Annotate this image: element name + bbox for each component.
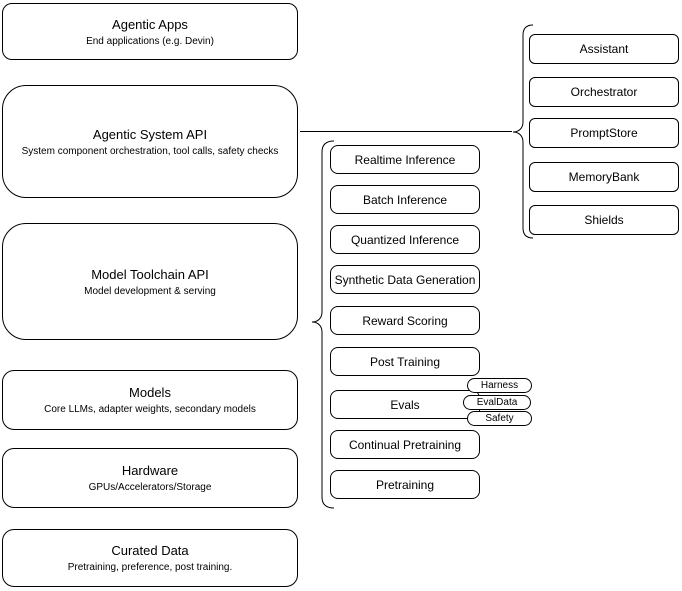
node-label: Shields [584,213,624,227]
node-label: Quantized Inference [350,232,460,247]
tag-harness: Harness [467,378,532,393]
node-title: Hardware [121,463,179,478]
tag-evaldata: EvalData [463,395,531,410]
node-orchestrator: Orchestrator [529,77,679,107]
node-title: Curated Data [111,543,189,558]
node-subtitle: GPUs/Accelerators/Storage [88,482,212,493]
node-realtime-inference: Realtime Inference [330,145,480,174]
node-subtitle: Model development & serving [84,285,216,297]
node-agentic-system-api: Agentic System API System component orch… [2,85,298,198]
node-label: Evals [390,397,420,412]
node-label: Pretraining [375,477,435,492]
node-continual-pretraining: Continual Pretraining [330,430,480,459]
node-quantized-inference: Quantized Inference [330,225,480,254]
node-pretraining: Pretraining [330,470,480,499]
node-label: Reward Scoring [362,313,448,328]
node-subtitle: System component orchestration, tool cal… [21,145,279,157]
node-model-toolchain-api: Model Toolchain API Model development & … [2,223,298,340]
tag-safety: Safety [467,411,532,426]
node-evals: Evals [330,390,480,419]
node-reward-scoring: Reward Scoring [330,306,480,335]
tag-label: Safety [485,413,514,424]
tag-label: EvalData [476,397,518,408]
node-assistant: Assistant [529,34,679,64]
node-label: Batch Inference [362,192,448,207]
node-shields: Shields [529,205,679,235]
node-memorybank: MemoryBank [529,162,679,192]
node-models: Models Core LLMs, adapter weights, secon… [2,370,298,430]
node-label: Realtime Inference [354,152,456,167]
node-title: Model Toolchain API [91,266,209,282]
node-label: Assistant [579,42,629,56]
node-label: Orchestrator [570,85,638,99]
node-agentic-apps: Agentic Apps End applications (e.g. Devi… [2,3,298,60]
node-label: PromptStore [570,126,638,140]
node-subtitle: Pretraining, preference, post training. [67,562,233,573]
node-label: Continual Pretraining [348,437,462,452]
node-promptstore: PromptStore [529,118,679,148]
node-subtitle: End applications (e.g. Devin) [86,35,214,47]
node-post-training: Post Training [330,347,480,376]
node-curated-data: Curated Data Pretraining, preference, po… [2,529,298,587]
node-hardware: Hardware GPUs/Accelerators/Storage [2,448,298,508]
node-title: Models [129,385,171,400]
node-title: Agentic Apps [112,16,188,32]
node-subtitle: Core LLMs, adapter weights, secondary mo… [44,404,256,415]
node-label: MemoryBank [568,170,640,184]
node-label: Post Training [369,354,441,369]
tag-label: Harness [480,380,519,391]
node-synthetic-data-generation: Synthetic Data Generation [330,265,480,294]
node-title: Agentic System API [92,126,208,142]
node-batch-inference: Batch Inference [330,185,480,214]
node-label: Synthetic Data Generation [334,272,476,287]
